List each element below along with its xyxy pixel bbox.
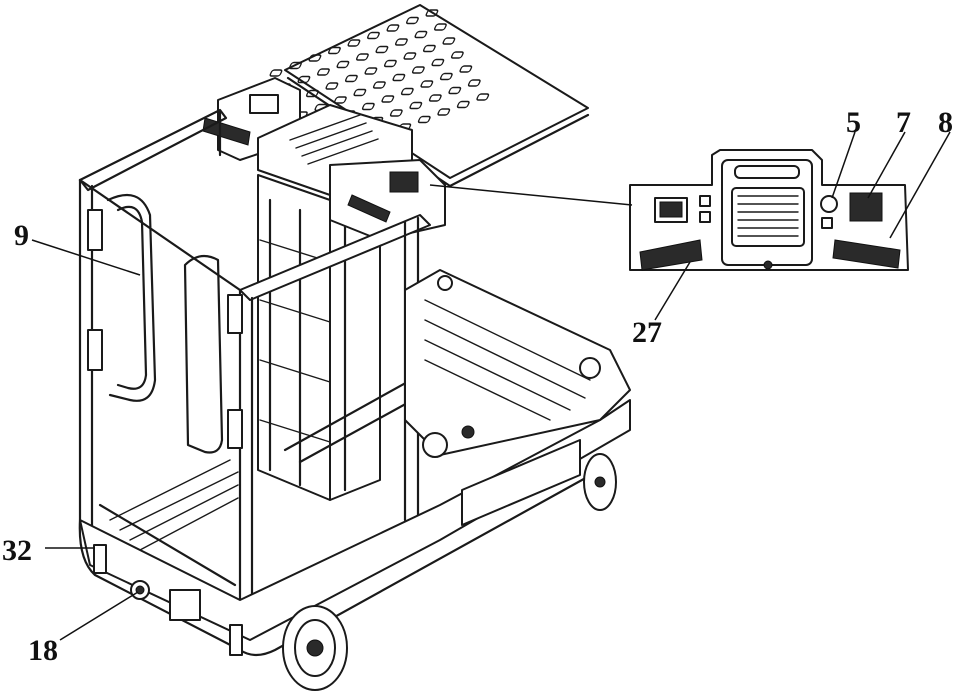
grate-slot bbox=[386, 24, 400, 32]
grate-slot bbox=[383, 59, 397, 68]
grate-slot bbox=[389, 109, 403, 117]
grate-slot bbox=[353, 88, 367, 97]
grate-slot bbox=[367, 31, 380, 40]
grate-slot bbox=[355, 53, 369, 61]
front-wheel bbox=[282, 605, 348, 691]
grate-slot bbox=[450, 51, 464, 59]
grate-slot bbox=[411, 66, 425, 74]
grate-slot bbox=[328, 46, 341, 55]
leader-lines bbox=[31, 131, 951, 641]
grate-slot bbox=[403, 52, 417, 60]
callout-9: 9 bbox=[14, 219, 29, 252]
grate-slot bbox=[456, 100, 470, 109]
grate-slot bbox=[392, 73, 406, 82]
grate-slot bbox=[305, 89, 319, 98]
callout-labels: 5 7 8 9 27 32 18 bbox=[2, 106, 953, 667]
grate-slot bbox=[394, 38, 408, 46]
rear-wheel bbox=[583, 453, 617, 511]
grate-slot bbox=[448, 86, 462, 95]
grate-slot bbox=[381, 95, 395, 103]
grate-slot bbox=[428, 94, 442, 102]
grate-slot bbox=[409, 101, 423, 110]
grate-slot bbox=[297, 75, 311, 84]
grate-slot bbox=[476, 93, 490, 101]
grate-slot bbox=[361, 102, 375, 111]
grate-slot bbox=[417, 115, 431, 124]
callout-27: 27 bbox=[632, 316, 662, 349]
grate-slot bbox=[459, 65, 473, 73]
grate-slot bbox=[433, 23, 447, 31]
grate-slot bbox=[344, 74, 358, 83]
grate-slot bbox=[405, 16, 419, 25]
grate-slot bbox=[414, 30, 428, 39]
callout-8: 8 bbox=[938, 106, 953, 139]
callout-18: 18 bbox=[28, 634, 58, 667]
grate-slot bbox=[325, 82, 339, 90]
chassis-base bbox=[78, 269, 631, 657]
grate-slot bbox=[347, 39, 361, 47]
grate-slot bbox=[364, 67, 378, 75]
callout-32: 32 bbox=[2, 534, 32, 567]
control-panel-inset bbox=[629, 149, 909, 271]
grate-slot bbox=[442, 37, 456, 45]
grate-slot bbox=[420, 80, 434, 88]
grate-slot bbox=[316, 68, 330, 76]
callout-7: 7 bbox=[896, 106, 911, 139]
grate-slot bbox=[467, 79, 481, 87]
grate-slot bbox=[269, 69, 283, 77]
grate-slot bbox=[431, 58, 445, 67]
callout-5: 5 bbox=[846, 106, 861, 139]
grate-slot bbox=[437, 108, 451, 116]
grate-slot bbox=[289, 61, 302, 70]
grate-slot bbox=[333, 96, 347, 104]
grate-slot bbox=[308, 54, 322, 62]
top-control-console bbox=[202, 77, 446, 241]
grate-slot bbox=[375, 45, 389, 54]
grate-slot bbox=[336, 60, 350, 69]
grate-slot bbox=[422, 44, 436, 53]
grate-slot bbox=[425, 9, 439, 17]
grate-slot bbox=[400, 87, 414, 96]
grate-slot bbox=[372, 81, 386, 89]
grate-slot bbox=[439, 72, 453, 81]
